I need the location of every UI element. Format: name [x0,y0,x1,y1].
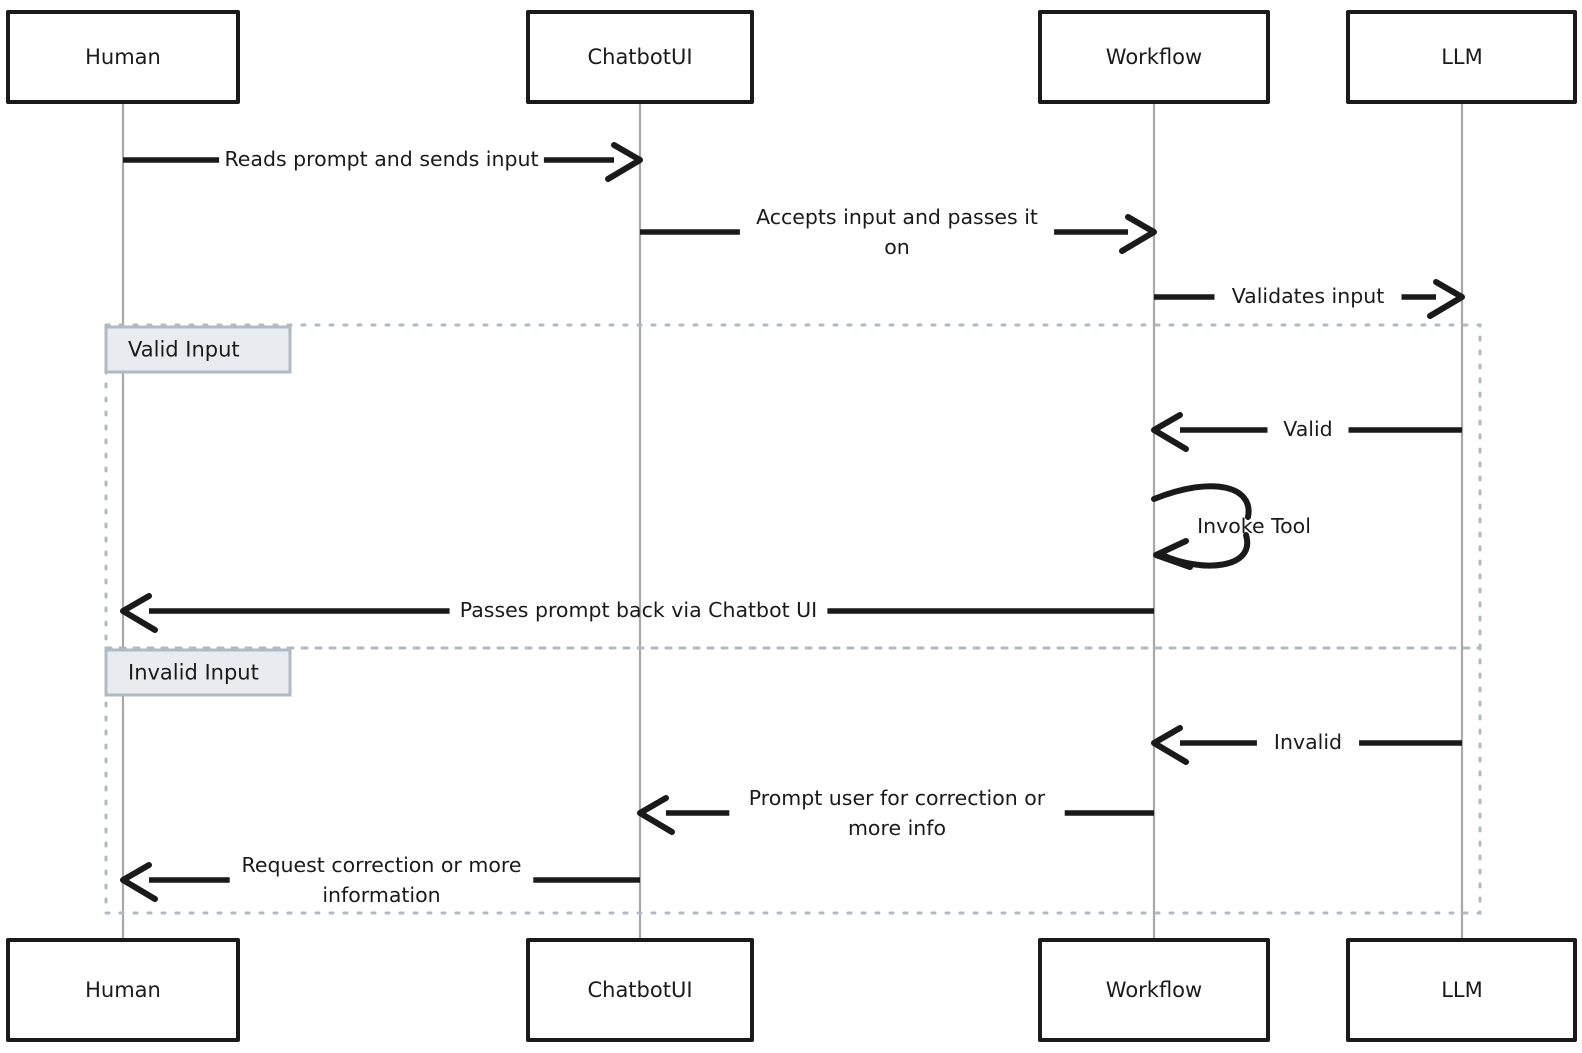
message-m3[interactable]: Validates input [1154,279,1465,319]
message-label2-m8: more info [848,816,946,840]
message-label-m3: Validates input [1232,284,1385,308]
message-label-m9: Request correction or more [242,853,522,877]
message-arrowhead-m9 [120,862,158,902]
lifelines-group [121,102,1464,940]
actor-bottom-llm-box [1346,938,1577,1042]
actor-top-workflow[interactable]: Workflow [1038,10,1270,104]
actor-top-chatbotui-label: ChatbotUI [587,45,692,69]
message-label-m6: Passes prompt back via Chatbot UI [460,598,817,622]
message-arrowhead-m6 [120,593,158,633]
message-arrowhead-m3 [1427,279,1465,319]
message-label-m2: Accepts input and passes it [756,205,1038,229]
message-label-m4: Valid [1283,417,1332,441]
message-m6[interactable]: Passes prompt back via Chatbot UI [120,593,1154,633]
message-m1[interactable]: Reads prompt and sends input [123,142,643,182]
actor-bottom-llm-label: LLM [1441,978,1483,1002]
actor-top-llm[interactable]: LLM [1346,10,1577,104]
message-label-m5: Invoke Tool [1197,514,1311,538]
actor-bottom-human[interactable]: Human [6,938,240,1042]
message-arrowhead-m4 [1151,412,1189,452]
message-label2-m9: information [322,883,440,907]
fragment-tag-box-valid [104,325,292,374]
actor-bottom-workflow-label: Workflow [1106,978,1202,1002]
message-m5[interactable]: Invoke Tool [1151,483,1311,570]
actor-bottom-workflow[interactable]: Workflow [1038,938,1270,1042]
actor-top-workflow-label: Workflow [1106,45,1202,69]
actor-bottom-workflow-box [1038,938,1270,1042]
actor-top-chatbotui[interactable]: ChatbotUI [526,10,754,104]
message-m9[interactable]: Request correction or more information [120,853,640,907]
actor-boxes-top: Human ChatbotUI Workflow LLM [6,10,1577,104]
fragment-border-invalid [104,646,1482,915]
message-arrowhead-m5 [1153,538,1193,570]
message-m7[interactable]: Invalid [1151,725,1462,765]
actor-bottom-human-box [6,938,240,1042]
message-label2-m2: on [884,235,910,259]
message-arrowhead-m1 [605,142,643,182]
message-label-m1: Reads prompt and sends input [224,147,538,171]
actor-top-human-label: Human [85,45,161,69]
actor-bottom-chatbotui-box [526,938,754,1042]
actor-top-human[interactable]: Human [6,10,240,104]
actor-top-workflow-box [1038,10,1270,104]
message-m4[interactable]: Valid [1151,412,1462,452]
actor-top-llm-box [1346,10,1577,104]
actor-bottom-llm[interactable]: LLM [1346,938,1577,1042]
fragment-tag-label-invalid: Invalid Input [128,661,259,685]
actor-top-chatbotui-box [526,10,754,104]
actor-bottom-chatbotui[interactable]: ChatbotUI [526,938,754,1042]
actor-boxes-bottom: Human ChatbotUI Workflow LLM [6,938,1577,1042]
message-arrowhead-m8 [637,795,675,835]
actor-bottom-chatbotui-label: ChatbotUI [587,978,692,1002]
fragment-tag-box-invalid [104,648,292,697]
message-m2[interactable]: Accepts input and passes it on [640,205,1157,259]
actor-top-llm-label: LLM [1441,45,1483,69]
message-label-m8: Prompt user for correction or [749,786,1046,810]
message-self-loop-out-m5 [1151,483,1252,520]
message-label-m7: Invalid [1274,730,1342,754]
message-m8[interactable]: Prompt user for correction or more info [637,786,1154,840]
actor-bottom-human-label: Human [85,978,161,1002]
fragment-invalid[interactable]: Invalid Input [104,646,1482,915]
message-arrowhead-m7 [1151,725,1189,765]
fragment-tag-label-valid: Valid Input [128,338,240,362]
message-arrowhead-m2 [1119,214,1157,254]
actor-top-human-box [6,10,240,104]
